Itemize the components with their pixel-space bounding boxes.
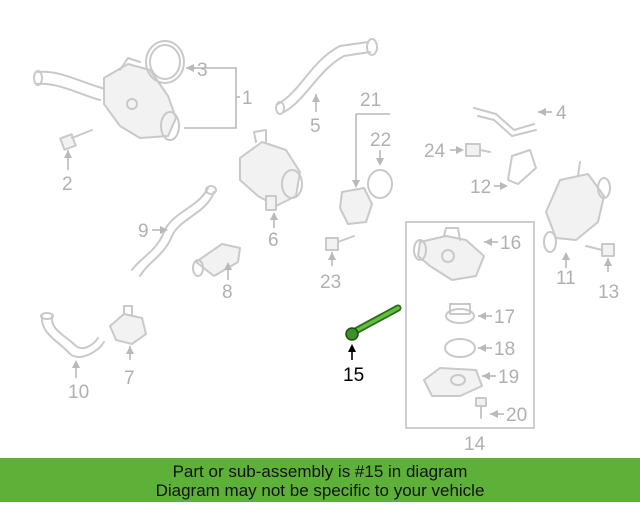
callout-11: 11 [556, 268, 576, 289]
info-banner: Part or sub-assembly is #15 in diagram D… [0, 458, 640, 502]
part-2-bolt[interactable] [59, 129, 93, 151]
callout-8: 8 [222, 282, 233, 303]
part-20-bolt[interactable] [475, 397, 487, 419]
callout-21: 21 [360, 90, 381, 111]
part-6-thermostat-housing[interactable] [239, 129, 303, 211]
callout-20: 20 [506, 405, 527, 426]
part-21-plate[interactable] [339, 187, 373, 225]
part-11-outlet[interactable] [543, 161, 611, 253]
callout-14: 14 [464, 434, 486, 455]
callout-16: 16 [500, 233, 521, 254]
callout-17: 17 [494, 307, 515, 328]
part-19-cover[interactable] [423, 367, 483, 397]
callout-2: 2 [62, 174, 73, 195]
callout-13: 13 [598, 282, 619, 303]
part-13-bolt[interactable] [585, 243, 615, 257]
part-12-gasket[interactable] [507, 149, 537, 185]
part-4-pipe[interactable] [473, 107, 537, 137]
callout-22: 22 [370, 130, 391, 151]
part-18-seal[interactable] [444, 338, 476, 358]
part-22-gasket[interactable] [367, 169, 393, 199]
part-3-oring[interactable] [145, 40, 185, 84]
assembly-14-box [405, 221, 535, 429]
callout-1: 1 [242, 88, 253, 109]
part-7-valve[interactable] [109, 305, 147, 345]
callout-7: 7 [124, 368, 135, 389]
callout-15[interactable]: 15 [343, 365, 364, 386]
part-23-bolt[interactable] [325, 235, 355, 251]
part-15-bolt[interactable] [345, 304, 402, 341]
callout-3: 3 [197, 60, 208, 81]
callout-5: 5 [310, 116, 321, 137]
callout-23: 23 [320, 272, 341, 293]
parts-diagram: 1 3 2 5 4 21 22 24 [33, 38, 619, 455]
part-10-hose[interactable] [40, 312, 105, 358]
part-1-housing[interactable] [33, 57, 180, 141]
banner-line-2: Diagram may not be specific to your vehi… [155, 481, 485, 500]
part-8-elbow[interactable] [192, 243, 241, 277]
callout-10: 10 [68, 382, 89, 403]
part-17-thermostat[interactable] [445, 303, 475, 324]
callout-9: 9 [138, 221, 149, 242]
banner-line-1: Part or sub-assembly is #15 in diagram [172, 462, 468, 481]
part-16-housing[interactable] [413, 227, 485, 281]
callout-4: 4 [556, 103, 567, 124]
callout-12: 12 [470, 177, 491, 198]
part-5-hose[interactable] [275, 38, 378, 115]
callout-24: 24 [424, 141, 446, 162]
callout-19: 19 [498, 367, 519, 388]
callout-18: 18 [494, 339, 515, 360]
part-24-sensor[interactable] [465, 143, 491, 157]
callout-6: 6 [268, 230, 279, 251]
